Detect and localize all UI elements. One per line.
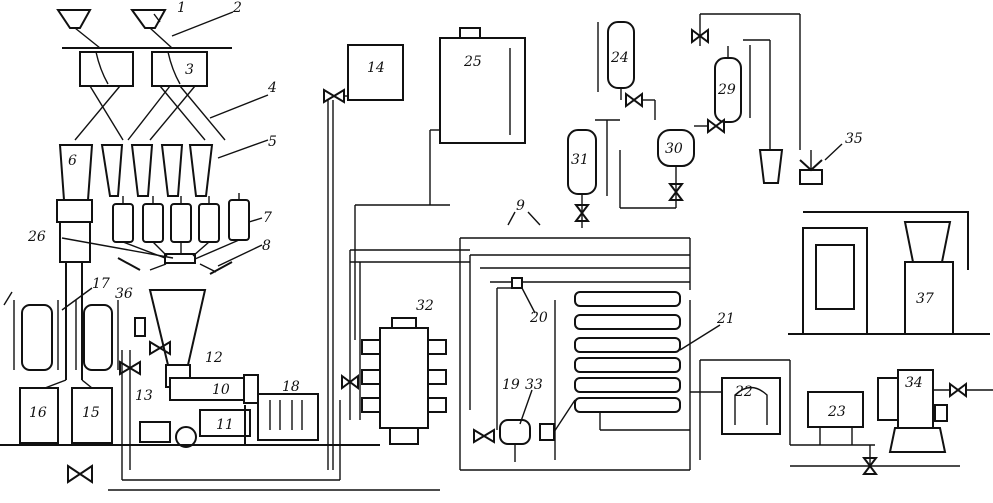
chutes: [74, 85, 226, 141]
motor-11: [199, 409, 251, 437]
left-receivers: [0, 300, 380, 484]
callout-7: 7: [263, 210, 272, 226]
callout-20: 20: [529, 310, 548, 326]
callout-2: 2: [232, 0, 242, 16]
enclosure-37: [788, 211, 990, 335]
callout-24: 24: [610, 50, 629, 66]
vessel-31: [567, 119, 620, 228]
vessel-14: [323, 44, 404, 470]
callout-29: 29: [717, 82, 736, 98]
callout-19: 19: [502, 377, 520, 393]
callout-30: 30: [665, 141, 683, 157]
callout-12: 12: [205, 350, 223, 366]
column-32: [341, 317, 447, 445]
callout-31: 31: [571, 152, 589, 168]
callout-22: 22: [734, 384, 753, 400]
callout-13: 13: [135, 388, 153, 404]
valve-33: [539, 423, 555, 441]
callout-21: 21: [716, 311, 735, 327]
callout-17: 17: [92, 276, 110, 292]
apparatus-23: [790, 391, 960, 475]
extruder-10: [169, 377, 247, 401]
callout-32: 32: [416, 298, 434, 314]
callout-16: 16: [29, 405, 47, 421]
pump-13: [139, 421, 171, 443]
vessel-24: [597, 21, 656, 120]
callout-6: 6: [68, 153, 77, 169]
meter-36: [134, 317, 146, 337]
callout-4: 4: [267, 80, 277, 96]
callout-11: 11: [216, 417, 234, 433]
callout-36: 36: [115, 286, 133, 302]
apparatus-34: [877, 369, 993, 453]
callout-9: 9: [516, 198, 525, 214]
apparatus-22: [690, 359, 791, 460]
vessel-29: [691, 13, 801, 184]
callout-3: 3: [185, 62, 194, 78]
callout-25: 25: [463, 54, 482, 70]
manifold-9: [349, 204, 691, 420]
heat-exchangers-21: [554, 291, 691, 470]
tank-25: [429, 27, 526, 205]
callout-10: 10: [212, 382, 230, 398]
callout-18: 18: [282, 379, 300, 395]
feeder-box-3: [151, 51, 208, 87]
callout-34: 34: [905, 375, 923, 391]
feed-hoppers: [56, 9, 232, 87]
callout-labels: 1 2 3 4 5 6 7 8 9 10 11 12 13 14 15 16 1…: [27, 0, 934, 433]
callout-33: 33: [525, 377, 543, 393]
pump-12: [175, 426, 197, 448]
callout-23: 23: [827, 404, 846, 420]
callout-35: 35: [845, 131, 863, 147]
leader-lines: [3, 11, 843, 425]
callout-1: 1: [177, 0, 186, 16]
vessel-30: [619, 125, 708, 209]
callout-26: 26: [27, 229, 46, 245]
dosing-bunkers: [100, 144, 250, 275]
device-35: [799, 150, 823, 185]
callout-14: 14: [367, 60, 385, 76]
callout-8: 8: [262, 238, 271, 254]
pump-19: [459, 277, 690, 471]
callout-5: 5: [268, 134, 277, 150]
callout-37: 37: [916, 291, 934, 307]
callout-15: 15: [82, 405, 100, 421]
tank-18: [257, 393, 319, 441]
sensor-20: [511, 277, 523, 289]
valves-left: [108, 340, 440, 491]
feeder-box-left: [79, 51, 134, 87]
